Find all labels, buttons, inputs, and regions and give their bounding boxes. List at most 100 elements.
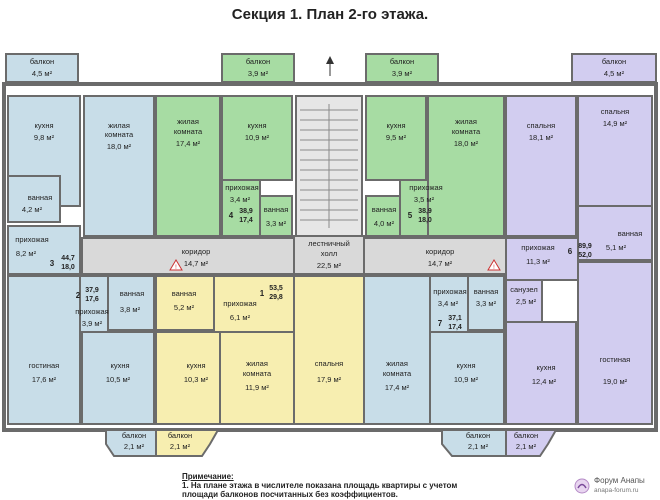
apt7-bath: [467, 275, 505, 331]
page-title: Секция 1. План 2-го этажа.: [231, 6, 429, 23]
room-label: кухня: [247, 121, 266, 130]
area-label: 3,9 м²: [82, 319, 103, 328]
balcony-label: балкон: [514, 431, 538, 440]
area-label: 18,1 м²: [529, 133, 554, 142]
apartment-living-area: 17,6: [85, 296, 99, 303]
apt2-guest: [7, 275, 81, 425]
room-label: жилая: [108, 121, 130, 130]
area-label: 17,6 м²: [32, 375, 57, 384]
balcony-label: балкон: [30, 57, 54, 66]
apartment-living-area: 29,8: [269, 294, 283, 301]
room-label: жилая: [246, 359, 268, 368]
apartment-total-area: 37,1: [448, 315, 462, 322]
area-label: 10,9 м²: [454, 375, 479, 384]
balcony-label: балкон: [390, 57, 414, 66]
apartment-number: 2: [76, 291, 81, 300]
room-label: коридор: [426, 247, 455, 256]
area-label: 19,0 м²: [603, 377, 628, 386]
area-label: 4,5 м²: [32, 69, 53, 78]
balcony-label: балкон: [168, 431, 192, 440]
apartment-living-area: 17,4: [448, 324, 462, 331]
apartment-number: 3: [50, 259, 55, 268]
apartment-total-area: 38,9: [418, 208, 432, 215]
apt6-bed2: [577, 95, 653, 207]
apartment-living-area: 52,0: [578, 252, 592, 259]
room-label: коридор: [182, 247, 211, 256]
area-label: 3,3 м²: [476, 299, 497, 308]
apt3-hall: [7, 225, 81, 275]
logo-icon: [574, 478, 590, 494]
apartment-living-area: 18,0: [418, 217, 432, 224]
apt2-bath: [107, 275, 155, 331]
balcony-bottom-4: [505, 429, 558, 457]
room-label: прихожая: [409, 183, 442, 192]
room-label: кухня: [536, 363, 555, 372]
svg-text:!: !: [175, 265, 177, 271]
area-label: 10,3 м²: [184, 375, 209, 384]
area-label: 10,9 м²: [245, 133, 270, 142]
apt6-guest: [577, 261, 653, 425]
apartment-number: 4: [229, 211, 234, 220]
area-label: 2,1 м²: [170, 442, 191, 451]
room-label: ванная: [372, 205, 397, 214]
apt1-bath: [155, 275, 215, 331]
room-label: кухня: [110, 361, 129, 370]
note-block: Примечание: 1. На плане этажа в числител…: [182, 472, 482, 499]
area-label: 10,5 м²: [106, 375, 131, 384]
room-label: прихожая: [223, 299, 256, 308]
area-label: 17,9 м²: [317, 375, 342, 384]
room-label: жилая: [386, 359, 408, 368]
apartment-living-area: 17,4: [239, 217, 253, 224]
room-label: кухня: [456, 361, 475, 370]
balcony-top-3: [365, 53, 439, 83]
room-label: ванная: [618, 229, 643, 238]
room-label: лестничный: [308, 239, 350, 248]
room-label: прихожая: [225, 183, 258, 192]
room-label: гостиная: [600, 355, 631, 364]
warning-icon: !: [487, 259, 501, 271]
room-label: гостиная: [29, 361, 60, 370]
area-label: 3,3 м²: [266, 219, 287, 228]
apt6-kitchen: [505, 321, 577, 425]
area-label: 4,2 м²: [22, 205, 43, 214]
apartment-total-area: 53,5: [269, 285, 283, 292]
area-label: 3,4 м²: [230, 195, 251, 204]
room-label: жилая: [177, 117, 199, 126]
corridor-right: [363, 237, 507, 275]
room-label: кухня: [186, 361, 205, 370]
room-label: комната: [174, 127, 203, 136]
stair-hall: [293, 235, 365, 275]
area-label: 14,7 м²: [184, 259, 209, 268]
room-label: ванная: [28, 193, 53, 202]
balcony-label: балкон: [246, 57, 270, 66]
logo-name: Форум Анапы: [594, 476, 645, 485]
area-label: 2,1 м²: [516, 442, 537, 451]
room-label: комната: [105, 130, 134, 139]
area-label: 12,4 м²: [532, 377, 557, 386]
room-label: комната: [243, 369, 272, 378]
apartment-number: 6: [568, 247, 573, 256]
area-label: 17,4 м²: [176, 139, 201, 148]
apt2-kitchen: [81, 331, 155, 425]
balcony-label: балкон: [122, 431, 146, 440]
apartment-number: 7: [438, 319, 443, 328]
apt1-living: [219, 331, 295, 425]
area-label: 3,9 м²: [392, 69, 413, 78]
note-line: площади балконов посчитанных без коэффиц…: [182, 490, 398, 499]
apt5-kitchen: [365, 95, 427, 181]
room-label: жилая: [455, 117, 477, 126]
area-label: 5,2 м²: [174, 303, 195, 312]
apartment-total-area: 44,7: [61, 255, 75, 262]
area-label: 2,5 м²: [516, 297, 537, 306]
area-label: 9,8 м²: [34, 133, 55, 142]
balcony-top-right: [571, 53, 657, 83]
site-logo[interactable]: Форум Анапы anapa-forum.ru: [574, 476, 658, 498]
area-label: 3,4 м²: [438, 299, 459, 308]
area-label: 2,1 м²: [124, 442, 145, 451]
balcony-top-left: [5, 53, 79, 83]
room-label: ванная: [120, 289, 145, 298]
area-label: 14,9 м²: [603, 119, 628, 128]
apt5-bath: [365, 195, 401, 237]
room-label: комната: [383, 369, 412, 378]
svg-text:!: !: [493, 265, 495, 271]
